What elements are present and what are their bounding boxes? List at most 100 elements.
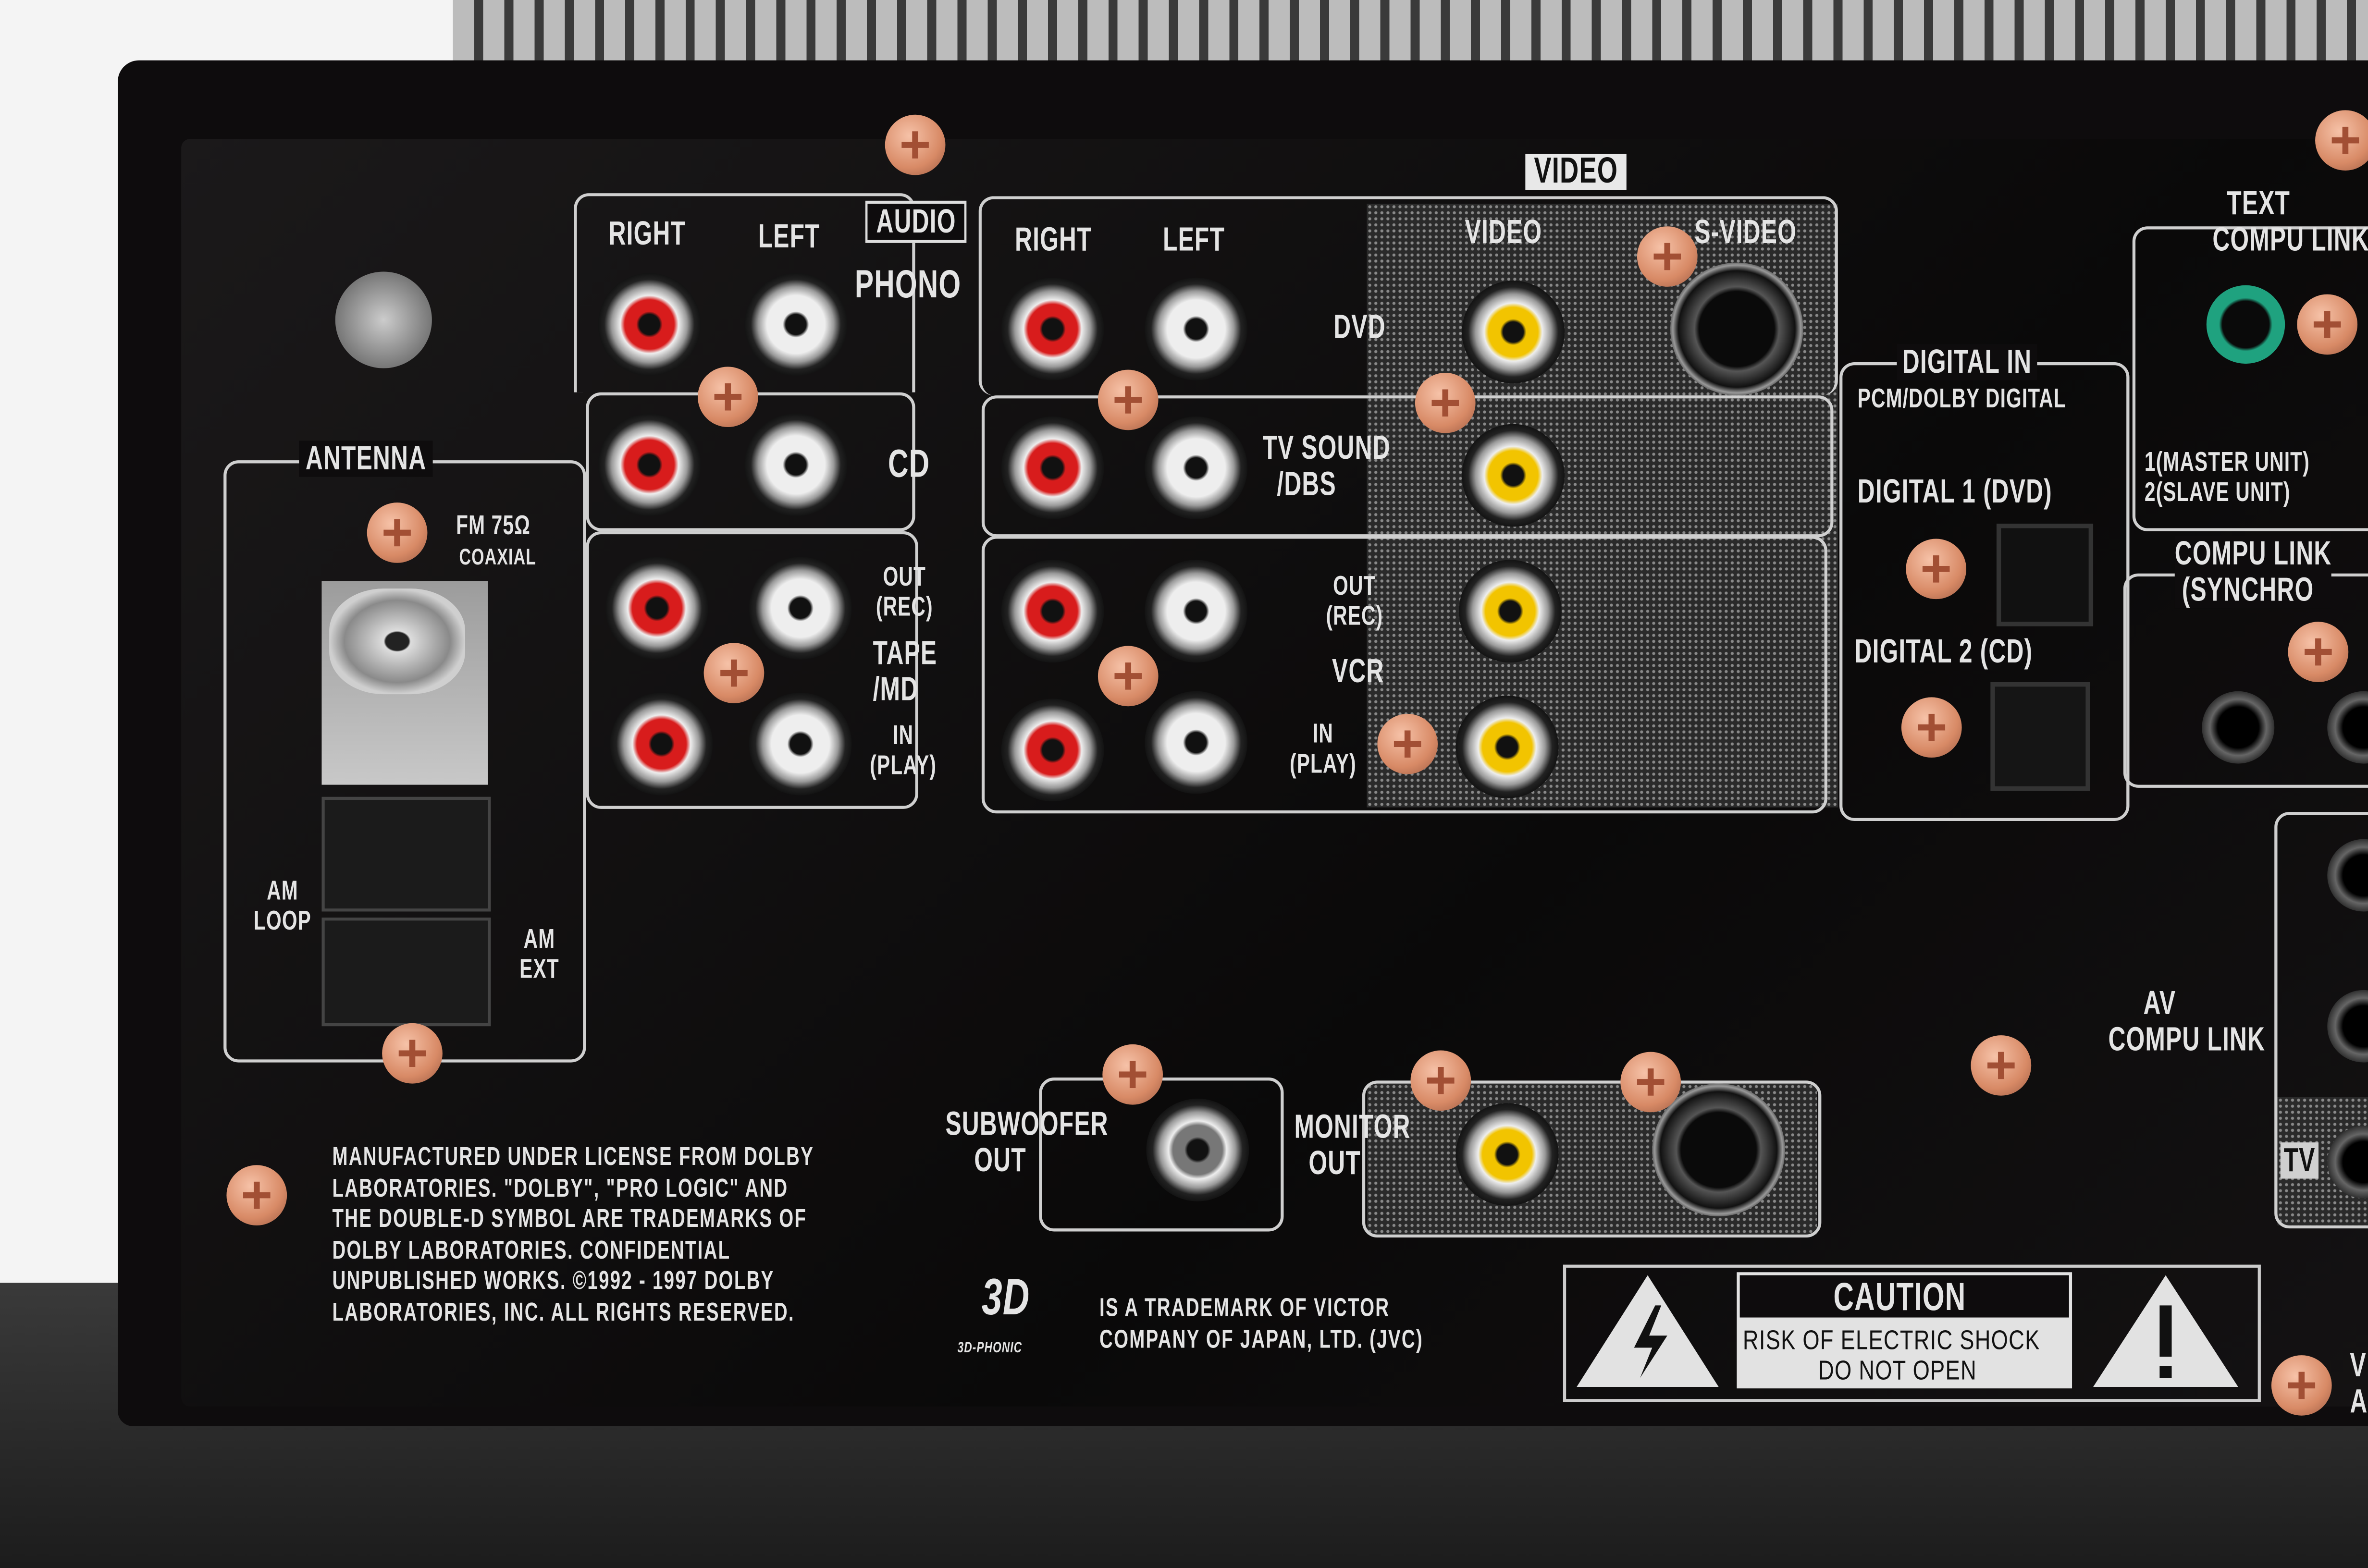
phillips-screw-icon <box>703 643 765 703</box>
phillips-screw-icon <box>1901 697 1962 758</box>
phillips-screw-icon <box>1971 1035 2032 1096</box>
red-rca-jack[interactable] <box>1001 698 1104 802</box>
red-rca-jack[interactable] <box>598 273 701 376</box>
compu-link-synchro-label: COMPU LINK (SYNCHRO <box>2174 534 2332 609</box>
phillips-screw-icon <box>1637 226 1698 287</box>
tv-group <box>981 395 1834 538</box>
subwoofer-rca-jack[interactable] <box>1146 1099 1249 1201</box>
phillips-screw-icon <box>1620 1052 1681 1113</box>
red-rca-jack[interactable] <box>1001 416 1104 519</box>
tape-group <box>586 531 918 809</box>
white-rca-jack[interactable] <box>749 692 852 796</box>
av-compu-link-group <box>2274 812 2368 1229</box>
top-vent <box>453 0 2368 67</box>
yellow-rca-jack[interactable] <box>1459 560 1562 663</box>
am-ext-label: AM EXT <box>519 923 559 984</box>
tape-md-label: TAPE /MD <box>873 634 937 708</box>
phillips-screw-icon <box>2315 110 2368 171</box>
digital-2-cd-label: DIGITAL 2 (CD) <box>1854 632 2033 670</box>
s-video-column-label: S-VIDEO <box>1694 212 1797 251</box>
phillips-screw-icon <box>226 1165 287 1225</box>
master-slave-unit-label: 1(MASTER UNIT) 2(SLAVE UNIT) <box>2144 446 2310 507</box>
red-rca-jack[interactable] <box>605 557 709 660</box>
phillips-screw-icon <box>885 114 946 175</box>
jvc-trademark-notice: IS A TRADEMARK OF VICTOR COMPANY OF JAPA… <box>1099 1293 1423 1353</box>
monitor-group <box>1362 1080 1822 1238</box>
digital-1-dvd-label: DIGITAL 1 (DVD) <box>1857 472 2052 510</box>
video-column-label: VIDEO <box>1465 212 1542 251</box>
phono-group <box>574 193 915 392</box>
white-rca-jack[interactable] <box>749 557 852 660</box>
exclamation-warning-icon <box>2093 1275 2238 1387</box>
caution-line-1: RISK OF ELECTRIC SHOCK <box>1742 1325 2040 1356</box>
vcr-group <box>981 536 1827 814</box>
vcr-label: VCR <box>1332 652 1384 690</box>
caution-title-bar <box>1739 1275 2069 1318</box>
compu-link-minijack[interactable] <box>2202 691 2275 764</box>
red-rca-jack[interactable] <box>610 692 713 796</box>
caution-title: CAUTION <box>1833 1274 1966 1319</box>
digital-2-optical-port[interactable] <box>1990 682 2090 791</box>
audio-right-label-2: RIGHT <box>1015 220 1092 258</box>
cd-label: CD <box>888 441 930 486</box>
digital-1-optical-port[interactable] <box>1996 524 2094 626</box>
coaxial-label: COAXIAL <box>459 545 537 571</box>
yellow-rca-jack[interactable] <box>1455 1103 1559 1206</box>
phillips-screw-icon <box>1098 646 1159 707</box>
red-rca-jack[interactable] <box>1001 278 1104 380</box>
audio-left-label: LEFT <box>758 217 820 255</box>
tape-in-label: IN (PLAY) <box>870 720 937 781</box>
video-header: VIDEO <box>1525 153 1627 190</box>
phillips-screw-icon <box>382 1023 443 1084</box>
antenna-header: ANTENNA <box>299 440 433 477</box>
caution-box <box>1563 1264 2261 1402</box>
phillips-screw-icon <box>1415 372 1476 433</box>
am-ext-terminal[interactable] <box>321 918 491 1027</box>
3d-phonic-logo: 3D <box>981 1269 1030 1327</box>
red-rca-jack[interactable] <box>598 413 701 516</box>
dolby-license-notice: MANUFACTURED UNDER LICENSE FROM DOLBY LA… <box>332 1142 814 1327</box>
phillips-screw-icon <box>2288 622 2349 682</box>
phono-label: PHONO <box>854 261 962 306</box>
s-video-jack[interactable] <box>1670 262 1803 396</box>
text-compu-link-jack[interactable] <box>2206 285 2285 364</box>
white-rca-jack[interactable] <box>744 413 848 516</box>
phillips-screw-icon <box>2271 1355 2332 1416</box>
yellow-rca-jack[interactable] <box>1462 281 1565 383</box>
white-rca-jack[interactable] <box>1145 416 1248 519</box>
tape-out-label: OUT (REC) <box>876 561 933 622</box>
yellow-rca-jack[interactable] <box>1462 424 1565 527</box>
tv-label: TV <box>2280 1142 2319 1179</box>
white-rca-jack[interactable] <box>744 273 848 376</box>
phillips-screw-icon <box>2297 294 2358 355</box>
caution-line-2: DO NOT OPEN <box>1818 1355 1977 1385</box>
fm-coaxial-connector[interactable] <box>329 588 466 695</box>
red-rca-jack[interactable] <box>1001 560 1104 663</box>
white-rca-jack[interactable] <box>1145 278 1248 380</box>
vcr-out-label: OUT (REC) <box>1326 570 1383 631</box>
phillips-screw-icon <box>1906 539 1967 600</box>
am-loop-label: AM LOOP <box>254 875 311 936</box>
pcm-dolby-digital-label: PCM/DOLBY DIGITAL <box>1857 383 2066 414</box>
white-rca-jack[interactable] <box>1145 560 1248 663</box>
am-loop-terminal[interactable] <box>321 796 491 912</box>
text-compu-link-label: TEXT COMPU LINK <box>2212 184 2368 258</box>
audio-left-label-2: LEFT <box>1163 220 1225 258</box>
phillips-screw-icon <box>1377 713 1438 774</box>
dvd-group <box>978 196 1838 396</box>
audio-header: AUDIO <box>865 200 967 243</box>
audio-right-label: RIGHT <box>608 214 686 252</box>
vcr-in-label: IN (PLAY) <box>1290 718 1357 779</box>
digital-in-header: DIGITAL IN <box>1897 343 2037 380</box>
phillips-screw-icon <box>1098 369 1159 430</box>
s-video-jack[interactable] <box>1652 1083 1785 1217</box>
electric-shock-warning-icon <box>1577 1275 1719 1387</box>
phillips-screw-icon <box>367 502 428 563</box>
tv-sound-dbs-label: TV SOUND /DBS <box>1262 429 1391 503</box>
phillips-screw-icon <box>1410 1050 1471 1111</box>
subwoofer-out-label: SUBWOOFER OUT <box>945 1104 1109 1179</box>
white-rca-jack[interactable] <box>1145 691 1248 794</box>
yellow-rca-jack[interactable] <box>1455 696 1559 798</box>
ground-terminal-screw[interactable] <box>335 271 432 368</box>
